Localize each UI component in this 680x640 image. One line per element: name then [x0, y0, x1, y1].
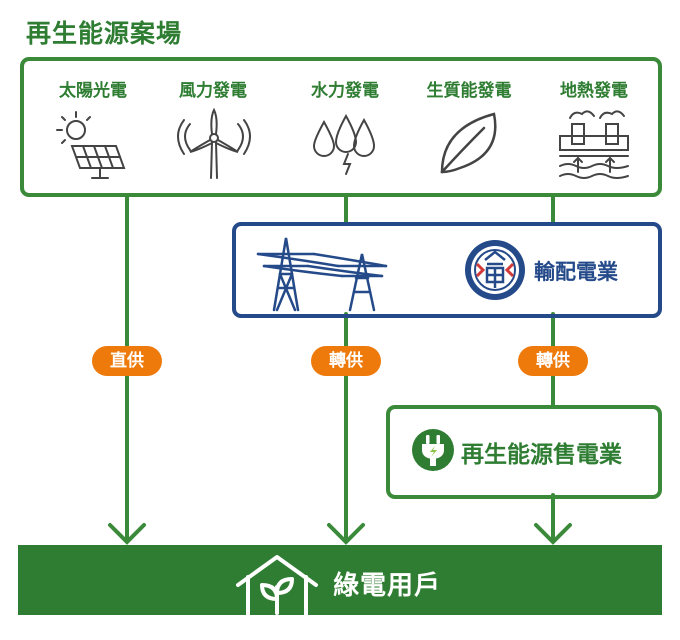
geothermal-plant-icon [559, 110, 629, 179]
arrow-down-icon [108, 523, 146, 545]
taipower-logo [465, 240, 525, 300]
green-consumer-label: 綠電用戶 [333, 571, 442, 601]
retailer-label: 再生能源售電業 [461, 442, 622, 468]
transmission-tower-icon [256, 237, 388, 312]
flow-badge-direct: 直供 [92, 346, 162, 376]
wind-turbine-icon [177, 107, 251, 179]
power-plug-icon [412, 429, 454, 471]
source-label-biomass: 生質能發電 [426, 81, 512, 101]
source-label-wind: 風力發電 [179, 81, 247, 101]
source-label-solar: 太陽光電 [59, 81, 127, 101]
flow-badge-wheeling-a: 轉供 [311, 346, 381, 376]
grid-operator-label: 輸配電業 [534, 260, 618, 284]
water-drops-icon [312, 113, 376, 175]
leaf-icon [440, 112, 497, 174]
flow-badge-wheeling-b: 轉供 [518, 346, 588, 376]
green-consumer-bar [18, 545, 662, 615]
retailer-box [386, 405, 662, 499]
house-plant-icon [236, 555, 318, 621]
page-title: 再生能源案場 [26, 19, 183, 48]
arrow-down-icon [534, 523, 572, 545]
solar-panel-icon [56, 111, 126, 179]
source-label-hydro: 水力發電 [311, 81, 379, 101]
renewable-sites-box [20, 57, 662, 197]
arrow-down-icon [327, 523, 365, 545]
source-label-geothermal: 地熱發電 [560, 81, 628, 101]
grid-operator-box [232, 222, 662, 318]
